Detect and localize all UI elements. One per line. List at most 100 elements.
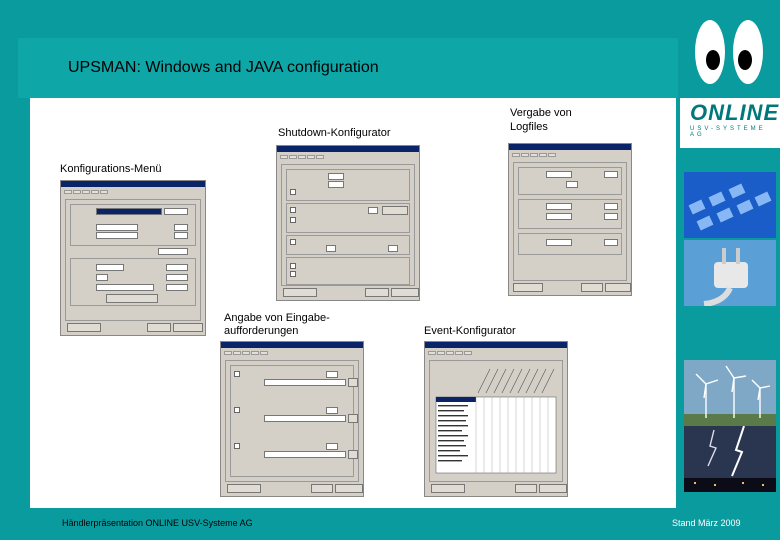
field-e[interactable]	[158, 248, 188, 255]
label-logfiles-2: Logfiles	[510, 121, 548, 133]
tab-2[interactable]	[437, 351, 445, 355]
tab-1[interactable]	[64, 190, 72, 194]
field-a[interactable]	[328, 173, 344, 180]
footer-presenter: Händlerpräsentation ONLINE USV-Systeme A…	[62, 518, 253, 528]
field-g[interactable]	[166, 274, 188, 281]
tab-1[interactable]	[428, 351, 436, 355]
model-select[interactable]	[96, 208, 162, 215]
tab-4[interactable]	[251, 351, 259, 355]
tab-3[interactable]	[82, 190, 90, 194]
tab-5[interactable]	[260, 351, 268, 355]
field-a[interactable]	[96, 224, 138, 231]
advanced-button[interactable]	[283, 288, 317, 297]
window-titlebar	[221, 342, 363, 348]
tab-2[interactable]	[289, 155, 297, 159]
tab-5[interactable]	[464, 351, 472, 355]
checkbox-b[interactable]	[290, 207, 296, 213]
cancel-button[interactable]	[539, 484, 567, 493]
tab-3[interactable]	[242, 351, 250, 355]
tab-3[interactable]	[298, 155, 306, 159]
ok-button[interactable]	[311, 484, 333, 493]
tab-4[interactable]	[307, 155, 315, 159]
checkbox-d[interactable]	[290, 239, 296, 245]
tab-1[interactable]	[224, 351, 232, 355]
field-f[interactable]	[546, 213, 572, 220]
tab-2[interactable]	[233, 351, 241, 355]
field-c[interactable]	[566, 181, 578, 188]
field-e[interactable]	[604, 203, 618, 210]
path-field-b[interactable]	[264, 415, 346, 422]
field-d[interactable]	[326, 245, 336, 252]
advanced-button[interactable]	[513, 283, 543, 292]
field-i[interactable]	[166, 284, 188, 291]
footer-date: Stand März 2009	[672, 518, 741, 528]
field-i[interactable]	[604, 239, 618, 246]
field-h[interactable]	[96, 284, 154, 291]
advanced-button[interactable]	[227, 484, 261, 493]
ok-button[interactable]	[581, 283, 603, 292]
cancel-button[interactable]	[173, 323, 203, 332]
cancel-button[interactable]	[335, 484, 363, 493]
cancel-button[interactable]	[605, 283, 631, 292]
browse-button-a[interactable]	[348, 378, 358, 387]
checkbox-c[interactable]	[234, 443, 240, 449]
checkbox-a[interactable]	[290, 189, 296, 195]
field-c[interactable]	[326, 443, 338, 450]
checkbox-a[interactable]	[234, 371, 240, 377]
checkbox-e[interactable]	[290, 263, 296, 269]
field-h[interactable]	[546, 239, 572, 246]
checkbox-b[interactable]	[234, 407, 240, 413]
field-b[interactable]	[174, 224, 188, 231]
ok-button[interactable]	[365, 288, 389, 297]
model-field-2[interactable]	[164, 208, 188, 215]
field-a[interactable]	[326, 371, 338, 378]
tab-1[interactable]	[512, 153, 520, 157]
port-select[interactable]	[96, 264, 124, 271]
tab-3[interactable]	[446, 351, 454, 355]
path-field-a[interactable]	[264, 379, 346, 386]
wind-turbines-photo	[684, 360, 776, 426]
test-button[interactable]	[106, 294, 158, 303]
cancel-button[interactable]	[391, 288, 419, 297]
field-f[interactable]	[96, 274, 108, 281]
ok-button[interactable]	[147, 323, 171, 332]
logfiles-window	[508, 143, 632, 296]
tab-4[interactable]	[91, 190, 99, 194]
field-c[interactable]	[368, 207, 378, 214]
tab-strip	[509, 150, 631, 157]
tab-4[interactable]	[455, 351, 463, 355]
advanced-button[interactable]	[67, 323, 101, 332]
field-b[interactable]	[326, 407, 338, 414]
label-logfiles-1: Vergabe von	[510, 107, 572, 119]
advanced-button[interactable]	[431, 484, 465, 493]
field-e[interactable]	[388, 245, 398, 252]
checkbox-c[interactable]	[290, 217, 296, 223]
browse-button-c[interactable]	[348, 450, 358, 459]
tab-2[interactable]	[73, 190, 81, 194]
field-g[interactable]	[604, 213, 618, 220]
baud-field[interactable]	[166, 264, 188, 271]
tab-pane	[513, 162, 627, 281]
prompts-window	[220, 341, 364, 497]
tab-4[interactable]	[539, 153, 547, 157]
window-titlebar	[425, 342, 567, 348]
label-event: Event-Konfigurator	[424, 325, 516, 337]
logo-panel	[680, 98, 780, 148]
tab-5[interactable]	[316, 155, 324, 159]
field-d[interactable]	[174, 232, 188, 239]
tab-1[interactable]	[280, 155, 288, 159]
tab-2[interactable]	[521, 153, 529, 157]
browse-button-b[interactable]	[348, 414, 358, 423]
field-d[interactable]	[546, 203, 572, 210]
path-field-c[interactable]	[264, 451, 346, 458]
checkbox-f[interactable]	[290, 271, 296, 277]
ok-button[interactable]	[515, 484, 537, 493]
field-b[interactable]	[328, 181, 344, 188]
config-button[interactable]	[382, 206, 408, 215]
tab-5[interactable]	[548, 153, 556, 157]
field-c[interactable]	[96, 232, 138, 239]
field-a[interactable]	[546, 171, 572, 178]
field-b[interactable]	[604, 171, 618, 178]
tab-3[interactable]	[530, 153, 538, 157]
tab-5[interactable]	[100, 190, 108, 194]
